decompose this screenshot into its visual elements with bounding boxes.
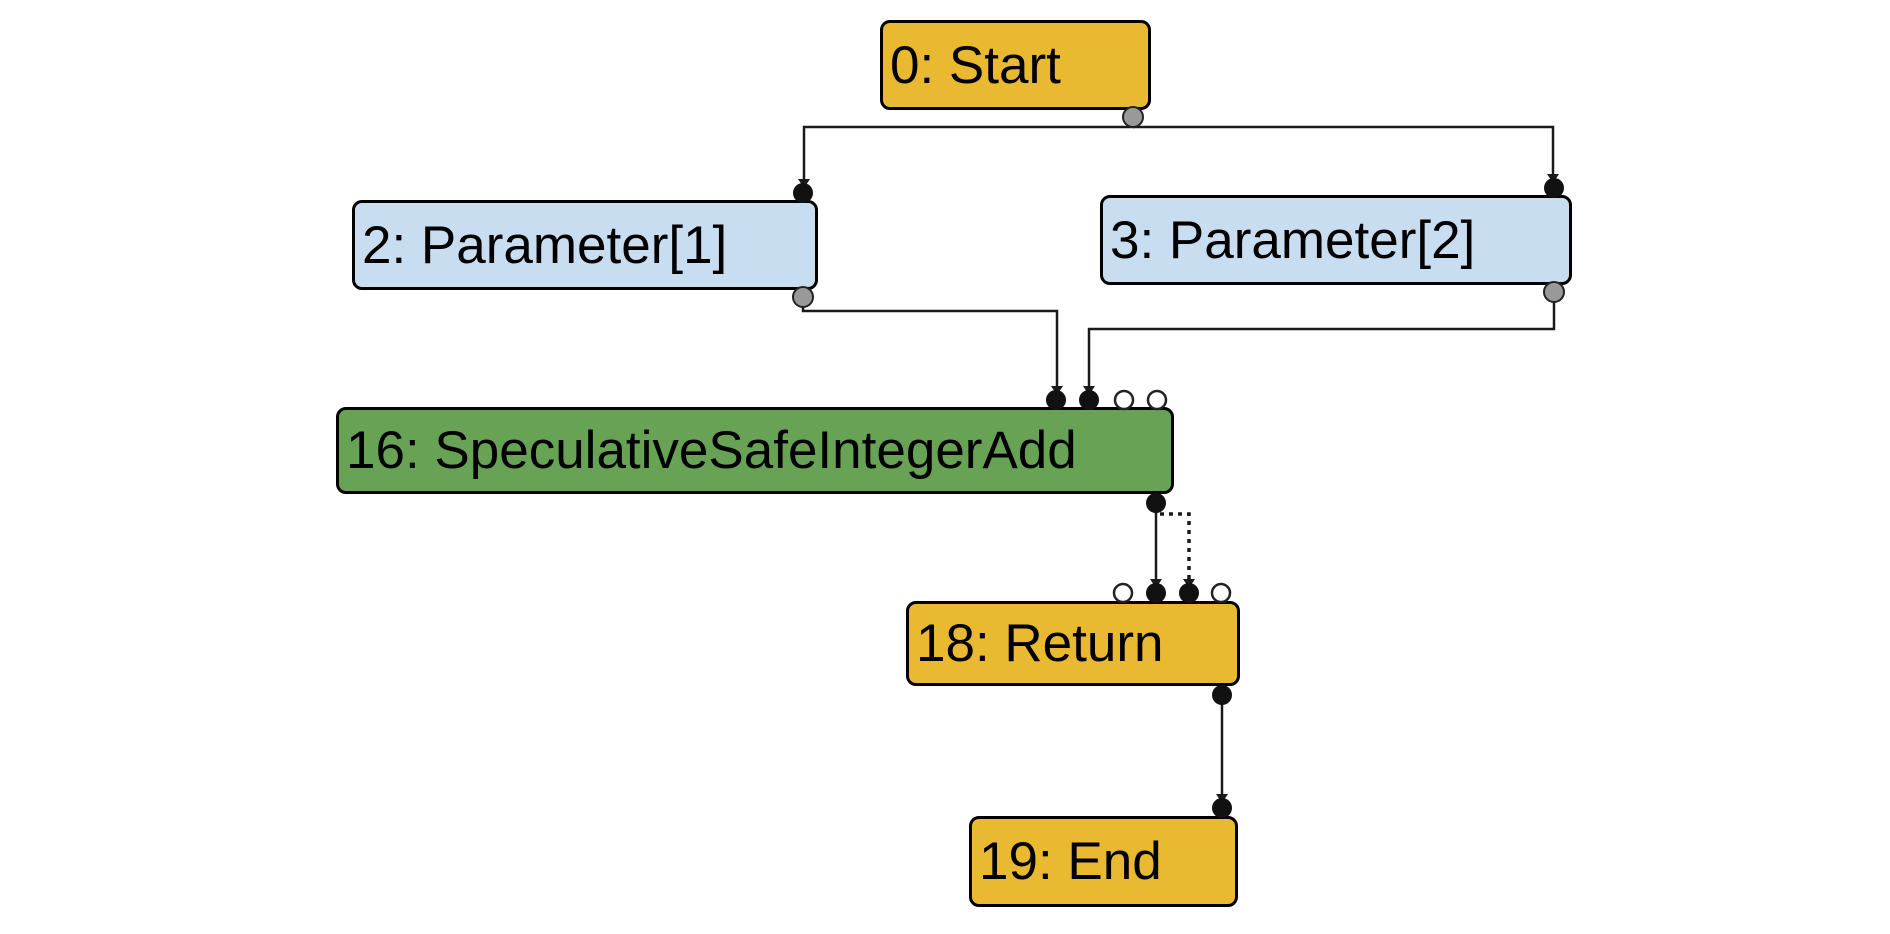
add-input-port-4-empty[interactable] xyxy=(1146,389,1168,411)
return-output-port[interactable] xyxy=(1212,685,1232,705)
add-output-port[interactable] xyxy=(1146,493,1166,513)
node-18-return[interactable]: 18: Return xyxy=(906,601,1240,686)
parameter1-input-port[interactable] xyxy=(793,183,813,203)
edge-start-to-parameter1 xyxy=(802,112,1135,181)
parameter1-output-port[interactable] xyxy=(792,286,814,308)
edge-parameter1-to-add xyxy=(801,302,1059,388)
edge-add-to-return-effect-dotted xyxy=(1160,512,1191,581)
node-2-parameter1[interactable]: 2: Parameter[1] xyxy=(352,200,818,290)
end-input-port[interactable] xyxy=(1212,798,1232,818)
node-3-parameter2-label: 3: Parameter[2] xyxy=(1110,210,1476,270)
return-input-port-4-empty[interactable] xyxy=(1210,582,1232,604)
edge-parameter2-to-add xyxy=(1087,297,1556,388)
node-19-end-label: 19: End xyxy=(979,832,1162,891)
parameter2-output-port[interactable] xyxy=(1543,281,1565,303)
node-3-parameter2[interactable]: 3: Parameter[2] xyxy=(1100,195,1572,285)
node-0-start-label: 0: Start xyxy=(890,35,1061,95)
return-input-port-1-empty[interactable] xyxy=(1112,582,1134,604)
node-16-speculative-safe-integer-add[interactable]: 16: SpeculativeSafeIntegerAdd xyxy=(336,407,1174,494)
parameter2-input-port[interactable] xyxy=(1544,178,1564,198)
add-input-port-3-empty[interactable] xyxy=(1113,389,1135,411)
add-input-port-2[interactable] xyxy=(1079,390,1099,410)
start-output-port[interactable] xyxy=(1122,106,1144,128)
node-19-end[interactable]: 19: End xyxy=(969,816,1238,907)
edge-start-to-parameter2 xyxy=(1133,125,1555,176)
node-16-label: 16: SpeculativeSafeIntegerAdd xyxy=(346,421,1077,480)
return-input-port-2[interactable] xyxy=(1146,583,1166,603)
return-input-port-3[interactable] xyxy=(1179,583,1199,603)
node-18-return-label: 18: Return xyxy=(916,614,1164,673)
node-2-parameter1-label: 2: Parameter[1] xyxy=(362,215,728,275)
node-0-start[interactable]: 0: Start xyxy=(880,20,1151,110)
add-input-port-1[interactable] xyxy=(1046,390,1066,410)
